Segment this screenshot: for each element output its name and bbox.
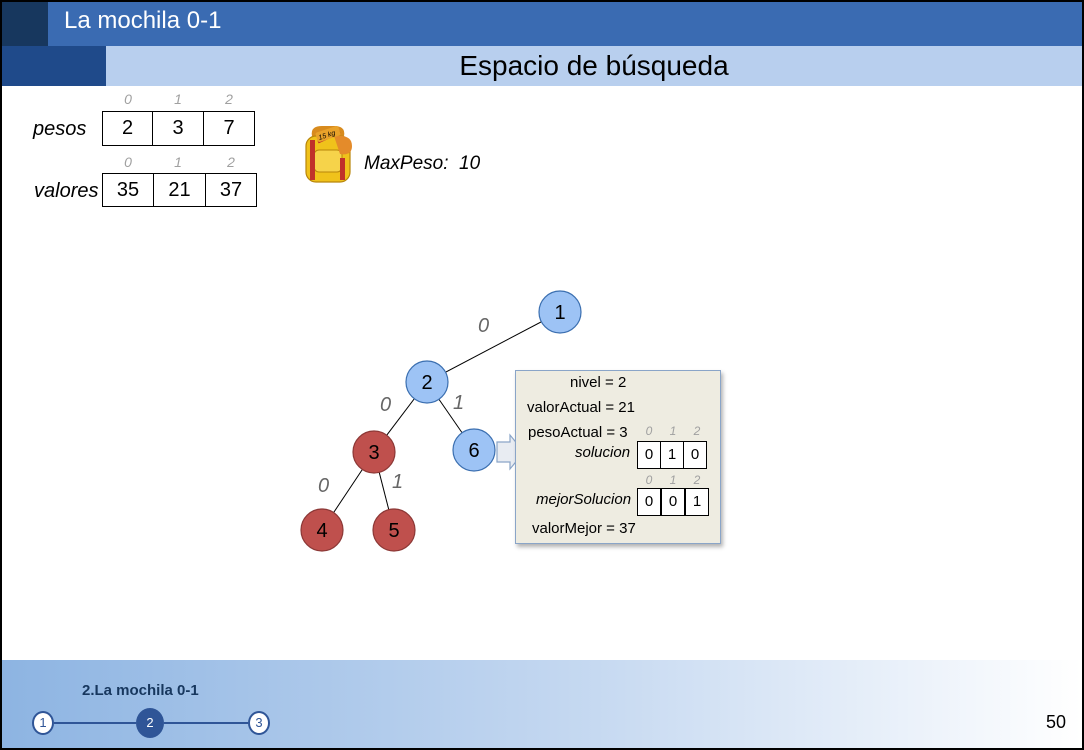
pesos-index-0: 0 (124, 91, 132, 107)
edge-label-2-3: 0 (380, 394, 391, 416)
footer-section-title: 2.La mochila 0-1 (82, 682, 199, 699)
mejor-solucion-cell-1: 0 (661, 488, 685, 516)
pesos-cell-0: 2 (102, 111, 153, 146)
nivel-text: nivel = 2 (570, 374, 627, 391)
solucion-index-0: 0 (645, 424, 653, 438)
solucion-index-2: 2 (693, 424, 701, 438)
edge-label-2-6: 1 (453, 392, 464, 414)
valores-label: valores (34, 180, 99, 202)
progress-line-1 (54, 722, 136, 724)
step-1[interactable]: 1 (32, 711, 54, 735)
edge-label-3-5: 1 (392, 471, 403, 493)
solucion-cell-0: 0 (637, 441, 661, 469)
edge-label-1-2: 0 (478, 315, 489, 337)
maxpeso: MaxPeso: 10 (364, 153, 480, 175)
tree-node-2-label: 2 (421, 372, 432, 394)
mejor-solucion-cell-0: 0 (637, 488, 661, 516)
tree-node-2: 2 (405, 360, 449, 404)
pesos-index-1: 1 (174, 91, 182, 107)
maxpeso-label: MaxPeso: (364, 153, 449, 174)
step-3[interactable]: 3 (248, 711, 270, 735)
mejor-solucion-index-1: 1 (669, 473, 677, 487)
slide-title: La mochila 0-1 (64, 7, 222, 34)
valores-index-1: 1 (174, 154, 182, 170)
tree-node-5-label: 5 (388, 520, 399, 542)
tree-node-6: 6 (452, 428, 496, 472)
valores-cell-2: 37 (205, 173, 257, 207)
subheader-accent (2, 46, 106, 86)
peso-actual-text: pesoActual = 3 (528, 424, 628, 441)
edge-label-3-4: 0 (318, 475, 329, 497)
header-bar (48, 2, 1082, 46)
pesos-label: pesos (33, 118, 87, 140)
valor-mejor-text: valorMejor = 37 (532, 520, 636, 537)
solucion-cell-2: 0 (683, 441, 707, 469)
tree-node-5: 5 (372, 508, 416, 552)
solucion-label: solucion (575, 444, 631, 461)
valores-cell-0: 35 (102, 173, 154, 207)
maxpeso-value: 10 (459, 153, 481, 174)
tree-node-4-label: 4 (316, 520, 327, 542)
tree-node-1: 1 (538, 290, 582, 334)
footer-bar (2, 660, 1082, 748)
subheader-bar (106, 46, 1082, 86)
solucion-cell-1: 1 (660, 441, 684, 469)
mejor-solucion-label: mejorSolucion (536, 491, 632, 508)
backpack-icon: 15 kg (305, 126, 352, 183)
slide-subtitle: Espacio de búsqueda (459, 50, 729, 81)
pesos-index-2: 2 (225, 91, 233, 107)
progress-line-2 (164, 722, 248, 724)
mejor-solucion-index-2: 2 (693, 473, 701, 487)
state-info-box: nivel = 2 valorActual = 21 pesoActual = … (515, 370, 721, 544)
valor-actual-text: valorActual = 21 (527, 399, 635, 416)
tree-node-1-label: 1 (554, 302, 565, 324)
tree-node-3: 3 (352, 430, 396, 474)
valores-cell-1: 21 (153, 173, 206, 207)
step-2[interactable]: 2 (136, 708, 164, 738)
valores-index-2: 2 (227, 154, 235, 170)
backpack-tag: 15 kg (318, 130, 337, 142)
pesos-cell-2: 7 (203, 111, 255, 146)
page-number: 50 (1046, 712, 1067, 732)
tree-node-6-label: 6 (468, 440, 479, 462)
edge-1-2 (426, 311, 561, 383)
tree-node-3-label: 3 (368, 442, 379, 464)
valores-index-0: 0 (124, 154, 132, 170)
solucion-index-1: 1 (669, 424, 677, 438)
tree-node-4: 4 (300, 508, 344, 552)
mejor-solucion-cell-2: 1 (685, 488, 709, 516)
mejor-solucion-index-0: 0 (645, 473, 653, 487)
